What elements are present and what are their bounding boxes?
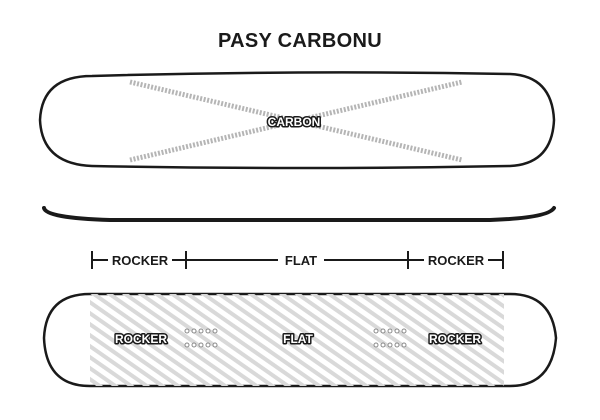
board-label-rocker-right: ROCKER bbox=[429, 332, 481, 346]
board-label-rocker-left: ROCKER bbox=[115, 332, 167, 346]
bottom-board: ROCKER FLAT ROCKER bbox=[42, 292, 558, 388]
insert-dots-icon bbox=[184, 328, 218, 348]
page-title: PASY CARBONU bbox=[218, 30, 382, 52]
insert-dots-icon bbox=[373, 328, 407, 348]
carbon-stripe-b bbox=[129, 79, 463, 163]
carbon-label: CARBON bbox=[268, 115, 321, 129]
top-board: CARBON bbox=[38, 71, 556, 170]
top-board-outline bbox=[38, 71, 556, 170]
board-profile-line bbox=[42, 206, 556, 222]
legend-label-flat: FLAT bbox=[285, 253, 317, 268]
board-label-flat: FLAT bbox=[283, 332, 313, 346]
legend-label-rocker-left: ROCKER bbox=[112, 253, 169, 268]
legend-label-rocker-right: ROCKER bbox=[428, 253, 485, 268]
profile-legend: ROCKER FLAT ROCKER bbox=[91, 251, 504, 269]
hatched-zone bbox=[90, 294, 504, 386]
